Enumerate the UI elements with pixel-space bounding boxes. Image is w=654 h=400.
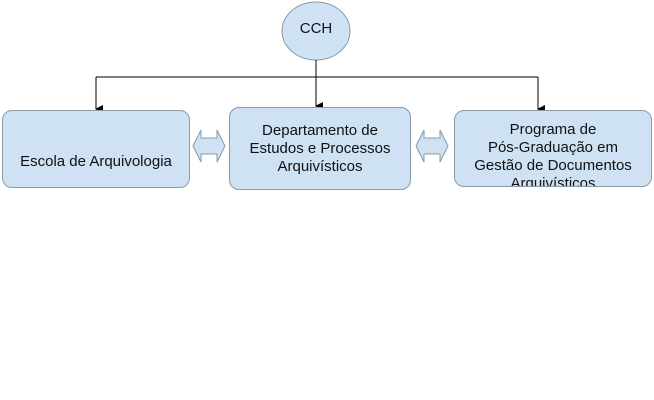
node-line: Arquivísticos	[510, 175, 596, 187]
double-arrow-left	[192, 129, 226, 163]
node-line: Pós-Graduação em	[487, 139, 619, 156]
double-arrow-right	[415, 129, 449, 163]
node-escola-arquivologia: Escola de Arquivologia	[2, 110, 190, 188]
cch-label: CCH	[299, 20, 333, 37]
node-programa-pos-graduacao: Programa de Pós-Graduação em Gestão de D…	[454, 110, 652, 187]
node-line: Departamento de	[262, 121, 378, 139]
node-line: Estudos e Processos	[249, 139, 391, 157]
node-line: Gestão de Documentos	[474, 157, 632, 174]
node-line: Programa de	[509, 121, 597, 138]
node-line: Escola de Arquivologia	[20, 153, 172, 170]
node-line: Arquivísticos	[277, 157, 363, 175]
node-departamento: Departamento de Estudos e Processos Arqu…	[229, 107, 411, 190]
